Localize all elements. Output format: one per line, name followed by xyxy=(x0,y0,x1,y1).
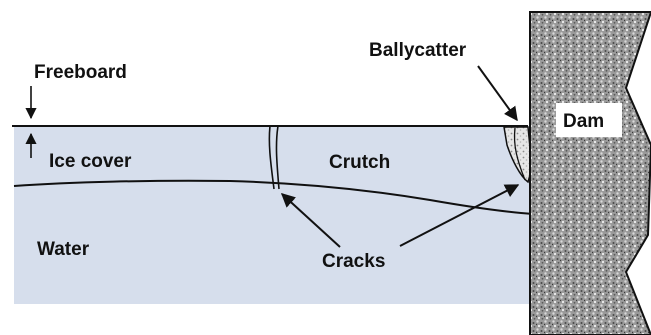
crack-vertical xyxy=(268,125,280,190)
ballycatter-arrow xyxy=(477,65,518,122)
dam-label-box xyxy=(556,103,622,137)
ice-bottom-boundary xyxy=(13,179,534,215)
ballycatter-label: Ballycatter xyxy=(369,40,467,61)
dam-outline xyxy=(529,11,651,335)
ice-cover-label: Ice cover xyxy=(49,151,132,172)
crutch-label: Crutch xyxy=(329,152,390,173)
water-body xyxy=(14,126,534,304)
dam-wall xyxy=(530,12,651,335)
freeboard-label: Freeboard xyxy=(34,62,127,83)
crack-dam-face xyxy=(513,127,526,181)
cracks-label: Cracks xyxy=(322,251,385,272)
cracks-arrow-left xyxy=(280,193,341,248)
cracks-arrow-right xyxy=(399,184,520,247)
dam-label: Dam xyxy=(563,111,604,132)
water-label: Water xyxy=(37,239,90,260)
